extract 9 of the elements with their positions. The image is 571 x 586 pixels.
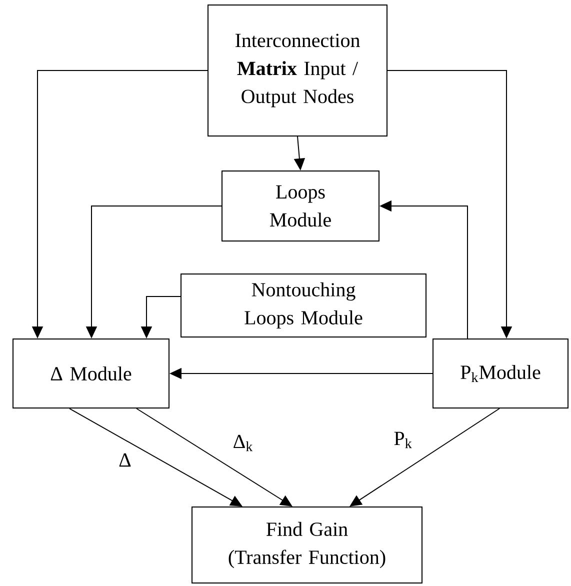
module-box: Loops Module — [222, 170, 380, 242]
module-box: Find Gain (Transfer Function) — [192, 506, 422, 584]
edge-label: Δ$_{k}$ — [232, 434, 254, 452]
module-box: Nontouching Loops Module — [180, 274, 426, 338]
module-box: P$_{k}$Module — [432, 338, 568, 408]
edge-label: P$_{k}$ — [392, 430, 414, 450]
edge-label: Δ — [118, 452, 132, 468]
module-box: Interconnection Matrix Input / Output Nodes — [208, 4, 388, 136]
module-box: Δ Module — [12, 338, 170, 408]
